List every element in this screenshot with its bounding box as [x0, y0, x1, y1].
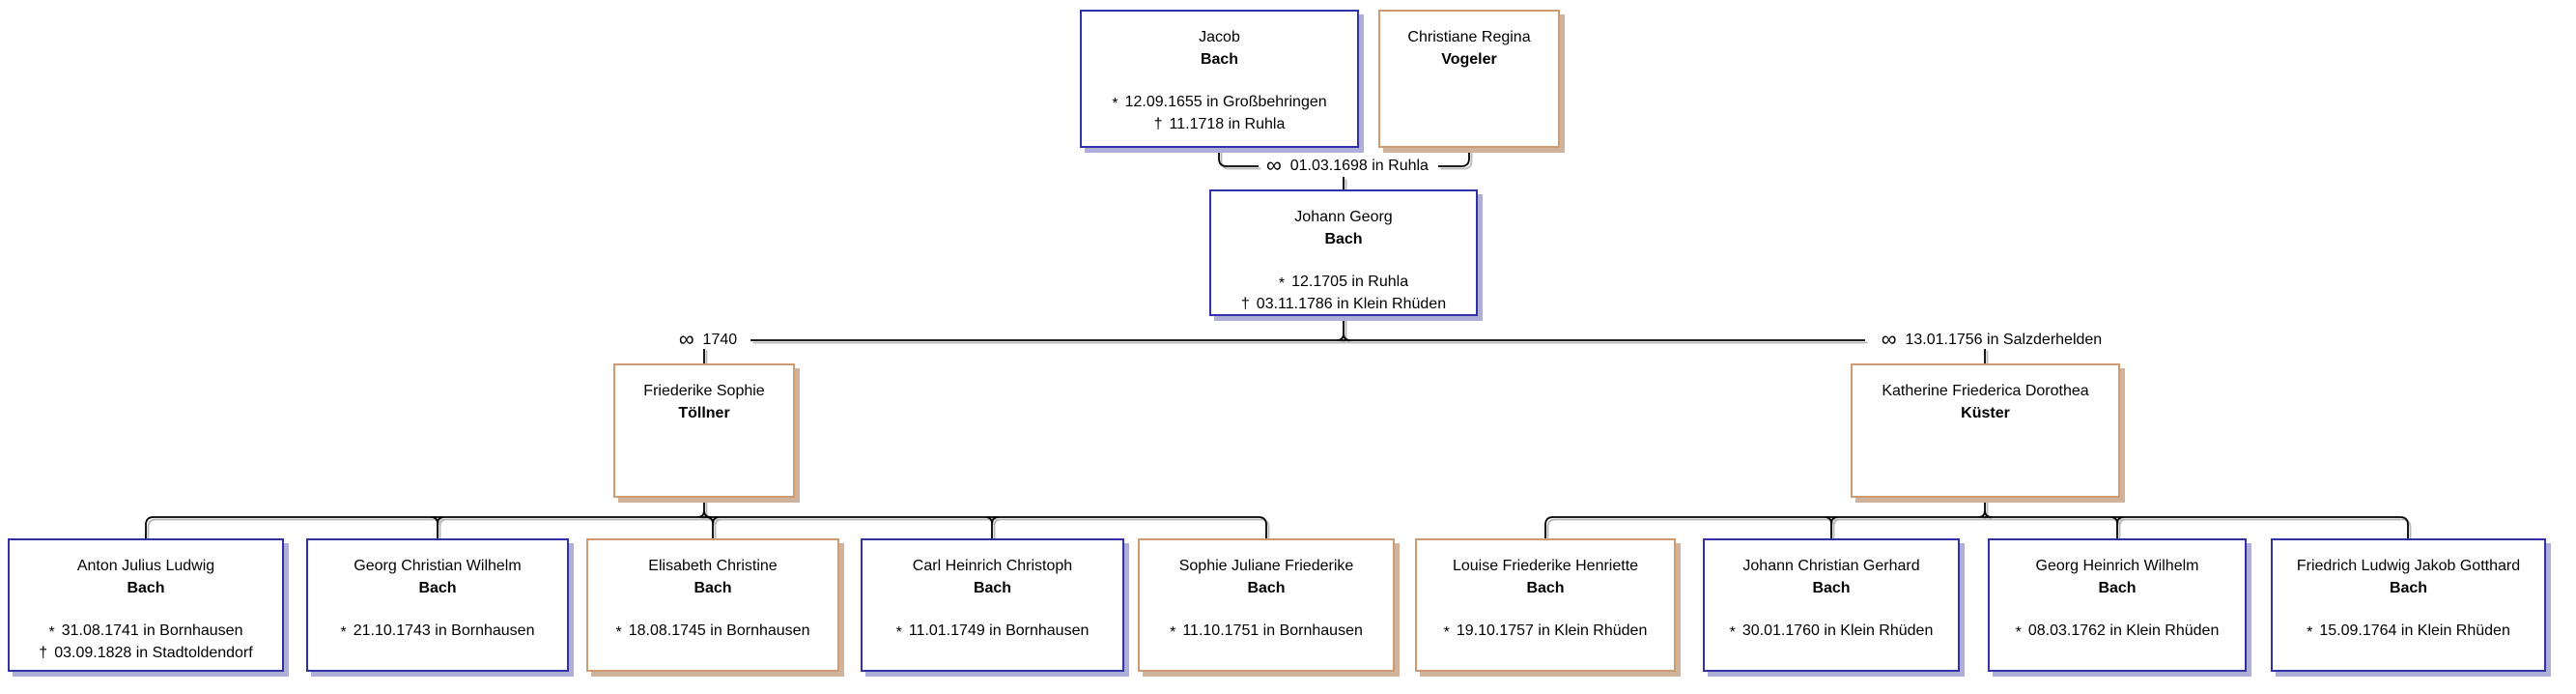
surname: Bach	[1526, 580, 1565, 596]
marriage-label-johann-friederike: ∞ 1740	[673, 327, 743, 351]
birth-line: *12.1705 in Ruhla	[1211, 271, 1476, 293]
given-name: Katherine Friederica Dorothea	[1882, 383, 2089, 399]
marriage-label-jacob-christiane: ∞ 01.03.1698 in Ruhla	[1261, 153, 1433, 177]
marriage-date: 13.01.1756 in Salzderhelden	[1905, 332, 2103, 348]
death-icon: †	[39, 645, 48, 661]
birth-icon: *	[1170, 624, 1176, 641]
birth-icon: *	[1278, 275, 1286, 292]
birth-icon: *	[340, 624, 347, 641]
marriage-icon: ∞	[1881, 327, 1897, 351]
surname: Bach	[418, 580, 457, 596]
surname: Bach	[694, 580, 732, 596]
death-line: †03.11.1786 in Klein Rhüden	[1211, 293, 1476, 315]
given-name: Friedrich Ludwig Jakob Gotthard	[2296, 558, 2521, 574]
birth-line: *08.03.1762 in Klein Rhüden	[1990, 620, 2245, 642]
person-box-georg-christian-wilhelm-bach[interactable]: Georg Christian Wilhelm Bach *21.10.1743…	[306, 538, 569, 672]
birth-line: *18.08.1745 in Bornhausen	[588, 620, 837, 642]
person-box-christiane-vogeler[interactable]: Christiane Regina Vogeler	[1378, 10, 1560, 148]
given-name: Johann Christian Gerhard	[1742, 558, 1920, 574]
person-box-elisabeth-christine-bach[interactable]: Elisabeth Christine Bach *18.08.1745 in …	[586, 538, 839, 672]
birth-line: *11.10.1751 in Bornhausen	[1140, 620, 1393, 642]
given-name: Carl Heinrich Christoph	[912, 558, 1073, 574]
surname: Küster	[1961, 405, 2010, 421]
birth-line: *21.10.1743 in Bornhausen	[308, 620, 567, 642]
person-box-johann-georg-bach[interactable]: Johann Georg Bach *12.1705 in Ruhla †03.…	[1209, 189, 1478, 316]
birth-line: *19.10.1757 in Klein Rhüden	[1417, 620, 1674, 642]
death-line: †03.09.1828 in Stadtoldendorf	[10, 642, 282, 664]
surname: Töllner	[678, 405, 730, 421]
marriage-label-johann-katherine: ∞ 13.01.1756 in Salzderhelden	[1876, 327, 2108, 351]
given-name: Georg Christian Wilhelm	[354, 558, 522, 574]
birth-icon: *	[1729, 624, 1736, 641]
marriage-date: 1740	[702, 332, 738, 348]
birth-icon: *	[1112, 96, 1118, 112]
given-name: Elisabeth Christine	[648, 558, 778, 574]
person-box-louise-friederike-henriette-bach[interactable]: Louise Friederike Henriette Bach *19.10.…	[1415, 538, 1676, 672]
surname: Bach	[1812, 580, 1851, 596]
birth-line: *15.09.1764 in Klein Rhüden	[2273, 620, 2544, 642]
marriage-date: 01.03.1698 in Ruhla	[1289, 158, 1429, 174]
birth-icon: *	[1443, 624, 1450, 641]
death-icon: †	[1240, 296, 1250, 312]
birth-line: *12.09.1655 in Großbehringen	[1082, 91, 1357, 113]
birth-icon: *	[48, 624, 55, 641]
surname: Bach	[2098, 580, 2137, 596]
person-box-jacob-bach[interactable]: Jacob Bach *12.09.1655 in Großbehringen …	[1080, 10, 1359, 148]
person-box-katherine-kuester[interactable]: Katherine Friederica Dorothea Küster	[1851, 363, 2120, 498]
person-box-anton-julius-ludwig-bach[interactable]: Anton Julius Ludwig Bach *31.08.1741 in …	[8, 538, 284, 672]
birth-icon: *	[2015, 624, 2022, 641]
given-name: Jacob	[1199, 29, 1240, 45]
given-name: Johann Georg	[1294, 209, 1393, 225]
person-box-georg-heinrich-wilhelm-bach[interactable]: Georg Heinrich Wilhelm Bach *08.03.1762 …	[1988, 538, 2247, 672]
birth-icon: *	[615, 624, 622, 641]
person-box-sophie-juliane-friederike-bach[interactable]: Sophie Juliane Friederike Bach *11.10.17…	[1138, 538, 1395, 672]
surname: Bach	[2389, 580, 2428, 596]
surname: Bach	[1200, 51, 1239, 68]
birth-icon: *	[2307, 624, 2313, 641]
birth-icon: *	[895, 624, 902, 641]
surname: Bach	[973, 580, 1012, 596]
given-name: Friederike Sophie	[643, 383, 765, 399]
given-name: Louise Friederike Henriette	[1452, 558, 1639, 574]
person-box-friedrich-ludwig-jakob-gotthard-bach[interactable]: Friedrich Ludwig Jakob Gotthard Bach *15…	[2271, 538, 2546, 672]
birth-line: *30.01.1760 in Klein Rhüden	[1705, 620, 1958, 642]
person-box-friederike-toellner[interactable]: Friederike Sophie Töllner	[613, 363, 795, 498]
given-name: Christiane Regina	[1407, 29, 1531, 45]
given-name: Anton Julius Ludwig	[76, 558, 215, 574]
surname: Vogeler	[1441, 51, 1497, 68]
surname: Bach	[1324, 231, 1363, 247]
surname: Bach	[1247, 580, 1286, 596]
marriage-icon: ∞	[1266, 153, 1282, 177]
person-box-johann-christian-gerhard-bach[interactable]: Johann Christian Gerhard Bach *30.01.176…	[1703, 538, 1960, 672]
death-line: †11.1718 in Ruhla	[1082, 113, 1357, 135]
marriage-icon: ∞	[678, 327, 694, 351]
birth-line: *31.08.1741 in Bornhausen	[10, 620, 282, 642]
birth-line: *11.01.1749 in Bornhausen	[863, 620, 1122, 642]
person-box-carl-heinrich-christoph-bach[interactable]: Carl Heinrich Christoph Bach *11.01.1749…	[861, 538, 1124, 672]
given-name: Sophie Juliane Friederike	[1178, 558, 1354, 574]
death-icon: †	[1153, 116, 1163, 132]
given-name: Georg Heinrich Wilhelm	[2035, 558, 2199, 574]
surname: Bach	[127, 580, 165, 596]
